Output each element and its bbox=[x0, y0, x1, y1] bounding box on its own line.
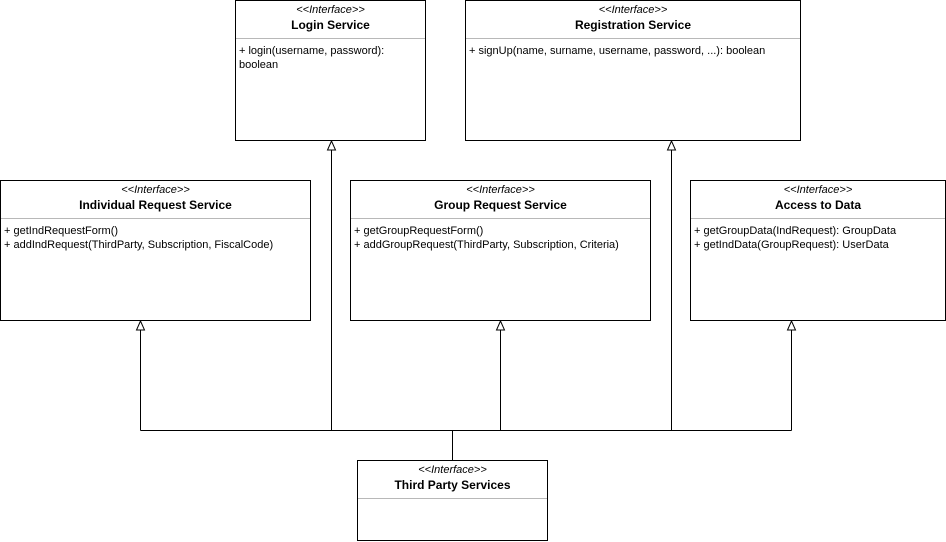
stereotype-label: <<Interface>> bbox=[466, 184, 535, 196]
operation-get-ind-request-form: + getIndRequestForm() bbox=[4, 225, 119, 237]
operation-add-ind-request: + addIndRequest(ThirdParty, Subscription… bbox=[4, 239, 274, 251]
operations-compartment: + getGroupData(IndRequest): GroupData + … bbox=[694, 224, 942, 252]
stereotype-label: <<Interface>> bbox=[121, 184, 190, 196]
interface-group-request-service[interactable]: <<Interface>> Group Request Service + ge… bbox=[350, 180, 651, 321]
operation-login: + login(username, password): boolean bbox=[239, 45, 385, 71]
compartment-divider bbox=[466, 38, 800, 39]
interface-login-service[interactable]: <<Interface>> Login Service + login(user… bbox=[235, 0, 426, 141]
compartment-divider bbox=[358, 498, 547, 499]
stereotype-label: <<Interface>> bbox=[783, 184, 853, 196]
interface-name: Login Service bbox=[291, 18, 370, 32]
generalization-arrowhead bbox=[135, 319, 146, 331]
compartment-divider bbox=[351, 218, 650, 219]
operations-compartment: + login(username, password): boolean bbox=[239, 44, 422, 72]
interface-registration-service[interactable]: <<Interface>> Registration Service + sig… bbox=[465, 0, 801, 141]
generalization-arrowhead bbox=[666, 139, 677, 151]
operation-get-ind-data: + getIndData(GroupRequest): UserData bbox=[694, 239, 889, 251]
interface-name: Group Request Service bbox=[434, 198, 567, 212]
operations-compartment: + getIndRequestForm() + addIndRequest(Th… bbox=[4, 224, 307, 252]
stereotype-label: <<Interface>> bbox=[598, 4, 668, 16]
generalization-arrowhead bbox=[495, 319, 506, 331]
interface-name: Registration Service bbox=[574, 18, 692, 32]
compartment-divider bbox=[236, 38, 425, 39]
compartment-divider bbox=[1, 218, 310, 219]
interface-third-party-services[interactable]: <<Interface>> Third Party Services bbox=[357, 460, 548, 541]
interface-name: Individual Request Service bbox=[79, 198, 232, 212]
interface-name: Third Party Services bbox=[394, 478, 511, 492]
generalization-arrowhead bbox=[326, 139, 337, 151]
generalization-arrowhead bbox=[786, 319, 797, 331]
interface-individual-request-service[interactable]: <<Interface>> Individual Request Service… bbox=[0, 180, 311, 321]
compartment-divider bbox=[691, 218, 945, 219]
operation-get-group-request-form: + getGroupRequestForm() bbox=[354, 225, 484, 237]
interface-name: Access to Data bbox=[774, 198, 862, 212]
operation-signup: + signUp(name, surname, username, passwo… bbox=[469, 45, 766, 57]
stereotype-label: <<Interface>> bbox=[418, 464, 487, 476]
stereotype-label: <<Interface>> bbox=[296, 4, 365, 16]
interface-access-to-data[interactable]: <<Interface>> Access to Data + getGroupD… bbox=[690, 180, 946, 321]
operations-compartment: + getGroupRequestForm() + addGroupReques… bbox=[354, 224, 647, 252]
operations-compartment: + signUp(name, surname, username, passwo… bbox=[469, 44, 797, 58]
operation-add-group-request: + addGroupRequest(ThirdParty, Subscripti… bbox=[354, 239, 619, 251]
operation-get-group-data: + getGroupData(IndRequest): GroupData bbox=[694, 225, 897, 237]
